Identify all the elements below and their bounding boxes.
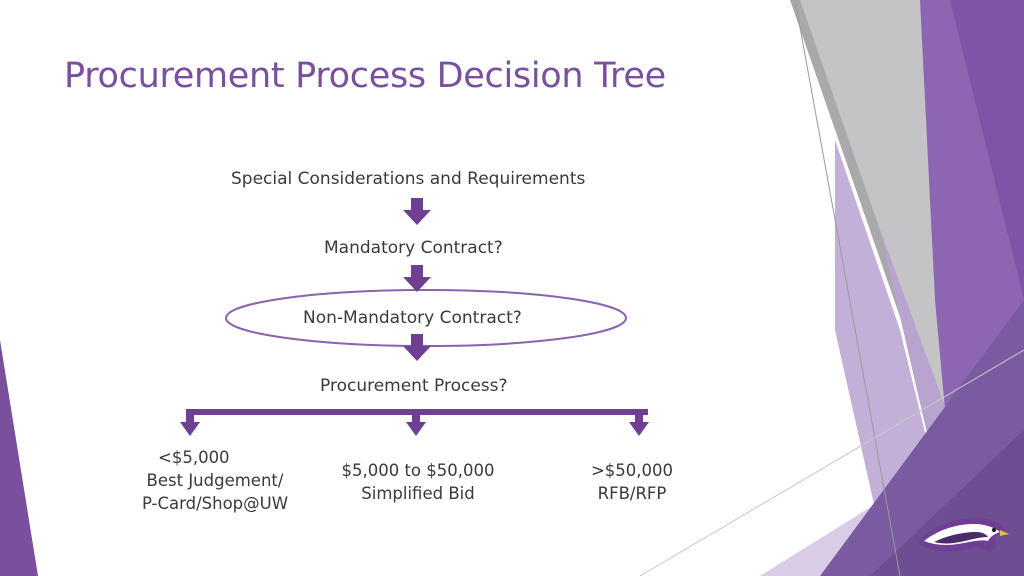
option-over-50000: >$50,000 RFB/RFP xyxy=(572,459,692,505)
branch-arrow-middle xyxy=(406,422,426,436)
node-non-mandatory-contract: Non-Mandatory Contract? xyxy=(303,308,522,328)
option-over-50000-line1: >$50,000 xyxy=(590,461,674,480)
node-special-considerations: Special Considerations and Requirements xyxy=(231,169,586,189)
down-arrow-1 xyxy=(403,198,431,225)
branch-arrow-right xyxy=(629,422,649,436)
warhawk-logo-icon xyxy=(918,518,1009,552)
option-under-5000-line2: Best Judgement/ xyxy=(146,471,284,490)
option-under-5000-line3: P-Card/Shop@UW xyxy=(141,494,289,513)
option-under-5000-line1: <$5,000 xyxy=(158,448,230,467)
down-arrow-3 xyxy=(403,334,431,361)
down-arrow-2 xyxy=(403,265,431,292)
option-5000-to-50000-line1: $5,000 to $50,000 xyxy=(341,461,495,480)
branch-arrow-left xyxy=(180,422,200,436)
node-procurement-process: Procurement Process? xyxy=(320,376,508,396)
option-5000-to-50000-line2: Simplified Bid xyxy=(361,484,475,503)
option-under-5000: <$5,000 Best Judgement/ P-Card/Shop@UW xyxy=(130,446,300,515)
page-title: Procurement Process Decision Tree xyxy=(64,56,666,96)
branch-connector xyxy=(186,409,648,423)
option-over-50000-line2: RFB/RFP xyxy=(597,484,667,503)
node-mandatory-contract: Mandatory Contract? xyxy=(324,238,503,258)
option-5000-to-50000: $5,000 to $50,000 Simplified Bid xyxy=(330,459,506,505)
